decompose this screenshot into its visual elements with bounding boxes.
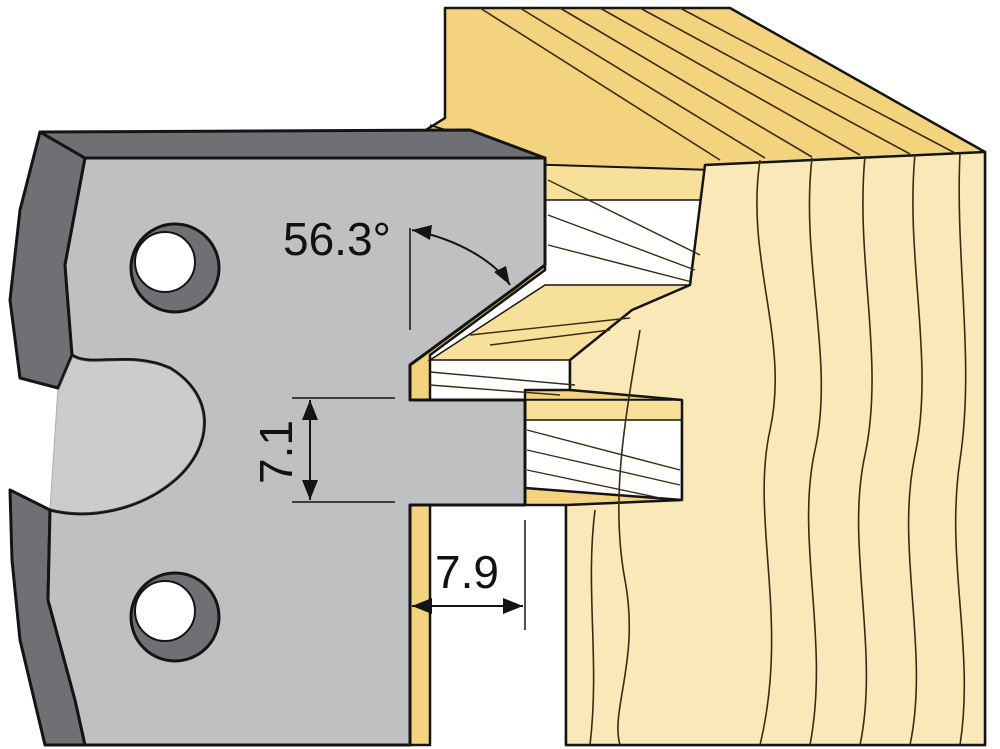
wood-facet-slot xyxy=(524,399,683,421)
slot-height-label: 7.1 xyxy=(250,420,302,484)
dimension-slot-height: 7.1 xyxy=(250,397,395,503)
wood-front-face xyxy=(564,150,987,747)
wood-facet-grain xyxy=(429,179,701,499)
knife-blade xyxy=(8,128,547,747)
mounting-hole-upper xyxy=(129,222,221,314)
angle-label: 56.3° xyxy=(283,213,391,265)
wood-front-grain xyxy=(589,152,967,746)
dimension-angle: 56.3° xyxy=(283,213,511,330)
slot-depth-label: 7.9 xyxy=(435,546,499,598)
wood-workpiece xyxy=(408,6,987,747)
wood-top-grain xyxy=(479,7,956,161)
knife-notch-shade xyxy=(49,354,205,515)
mounting-hole-lower xyxy=(129,571,221,663)
knife-top-edge xyxy=(38,128,547,160)
dimension-slot-depth: 7.9 xyxy=(412,520,526,630)
